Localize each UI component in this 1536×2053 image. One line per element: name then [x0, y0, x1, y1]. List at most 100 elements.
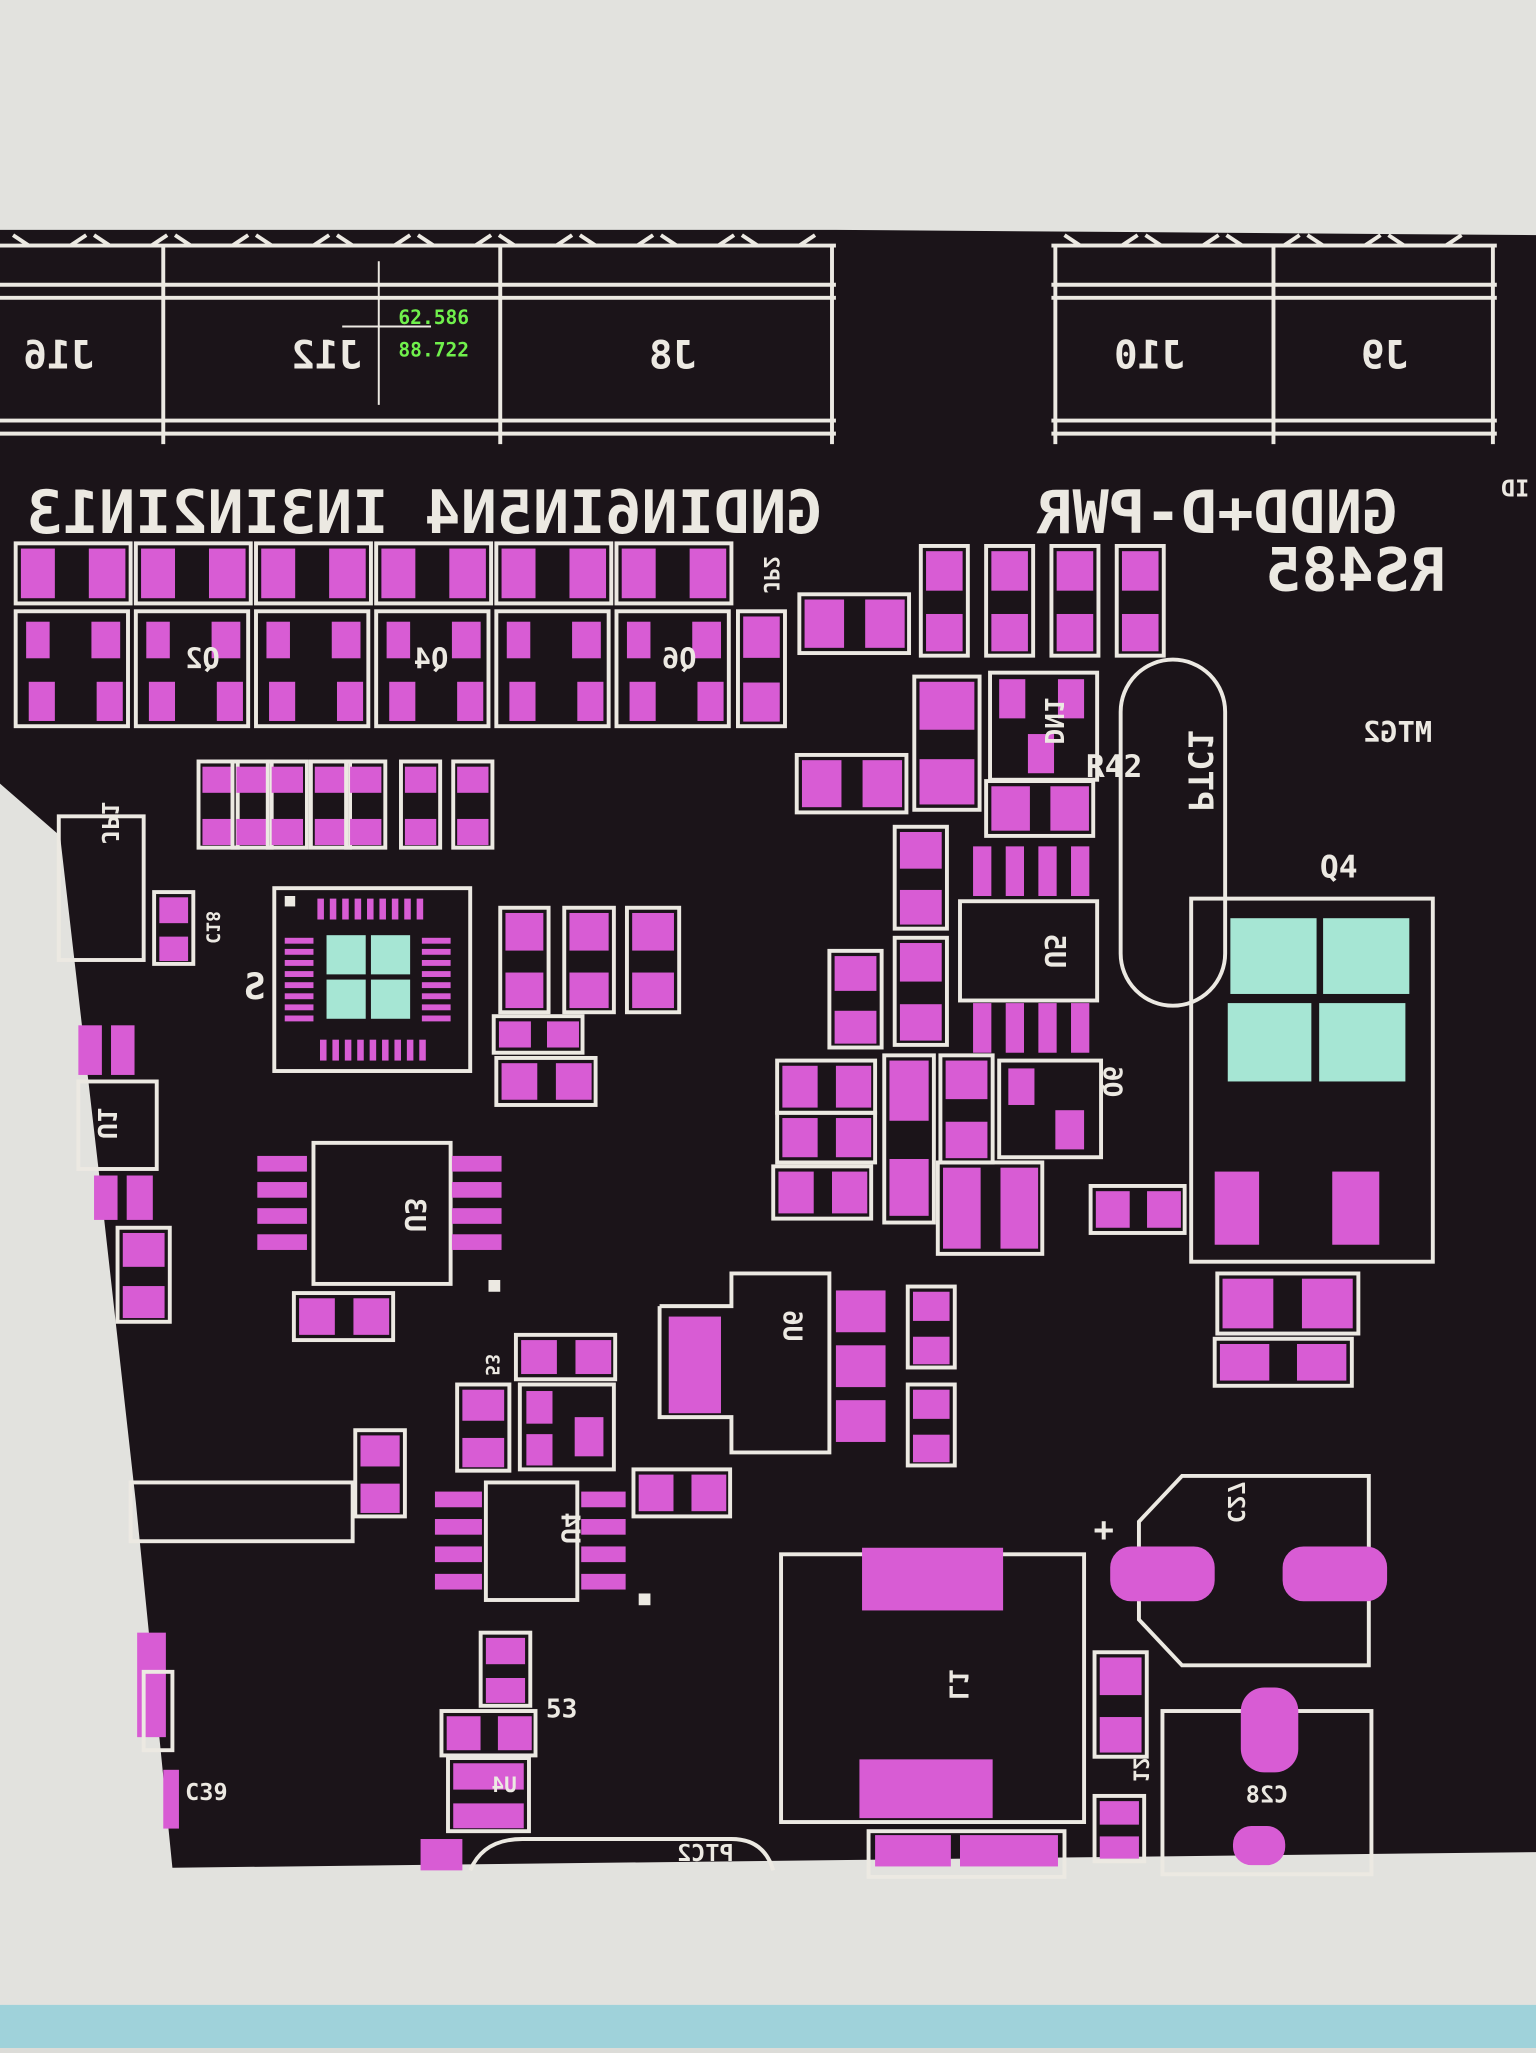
smd-pad — [835, 1065, 872, 1108]
two-pad-component — [631, 1467, 733, 1519]
smd-pad — [462, 1437, 505, 1468]
smd-pad — [350, 766, 382, 793]
smd-pad — [862, 760, 903, 808]
designator-c13: 53 — [481, 1354, 502, 1376]
two-pad-component — [912, 674, 982, 812]
smd-pad — [434, 1519, 482, 1535]
smd-pad — [782, 1118, 818, 1158]
smd-pad — [284, 1015, 314, 1022]
smd-pad — [208, 548, 246, 599]
smd-pad — [521, 1340, 557, 1375]
smd-pad — [94, 1175, 118, 1220]
ptc1-fuse — [1118, 657, 1228, 1008]
component-outline — [254, 541, 373, 606]
pin1-marker — [284, 896, 296, 907]
smd-pad — [434, 1491, 482, 1508]
smd-pad — [357, 1039, 364, 1061]
designator-dn1: DN1 — [1038, 697, 1068, 744]
ptc2-fuse — [468, 1837, 776, 1872]
smd-pad — [1296, 1344, 1347, 1381]
smd-pad — [284, 982, 314, 989]
smd-pad — [416, 898, 424, 920]
smd-pad — [875, 1835, 951, 1867]
smd-pad — [945, 1121, 988, 1159]
designator-s: S — [244, 965, 266, 1008]
smd-pad — [381, 548, 416, 599]
transistor-footprint — [494, 609, 611, 729]
smd-pad — [1110, 1546, 1215, 1602]
smd-pad — [501, 1063, 538, 1100]
smd-pad — [1301, 1278, 1353, 1329]
smd-pad — [421, 982, 451, 989]
smd-pad — [406, 1039, 414, 1061]
designator-q4s: Q4 — [414, 642, 449, 676]
designator-mtg2: MTG2 — [1363, 715, 1432, 749]
smd-pad — [329, 548, 366, 599]
two-pad-component — [513, 1332, 618, 1382]
smd-pad — [943, 1167, 981, 1249]
smd-pad — [859, 1759, 993, 1819]
smd-pad — [394, 1039, 401, 1061]
transistor-footprint — [13, 609, 130, 729]
component-outline — [614, 541, 734, 606]
designator-j10: J10 — [1114, 333, 1185, 378]
two-pad-component — [1092, 1650, 1149, 1759]
smd-pad — [261, 548, 296, 599]
smd-pad — [336, 681, 364, 721]
connector-notch — [1306, 233, 1382, 248]
designator-q2: Q2 — [185, 642, 220, 676]
smd-pad — [1005, 846, 1024, 896]
designator-c18: C18 — [201, 911, 222, 944]
two-pad-component — [892, 824, 949, 931]
smd-pad — [1240, 1687, 1299, 1773]
smd-pad — [421, 971, 451, 977]
ic-u5 — [958, 899, 1100, 1003]
component-outline — [374, 541, 494, 606]
smd-pad — [1038, 846, 1057, 896]
smd-pad — [360, 1435, 400, 1467]
smd-pad — [271, 818, 304, 846]
smd-pad — [581, 1573, 626, 1590]
smd-pad — [1027, 734, 1055, 774]
component-outline — [141, 1669, 175, 1753]
smd-pad — [360, 1483, 400, 1513]
resistor-footprint — [399, 759, 443, 850]
two-pad-component — [775, 1110, 878, 1165]
connector-notch — [1063, 233, 1139, 248]
two-pad-component — [797, 592, 912, 656]
smd-pad — [457, 766, 489, 793]
smd-pad — [369, 1039, 377, 1061]
mosfet-q4 — [1189, 896, 1435, 1264]
smd-pad — [446, 1716, 481, 1751]
taskbar — [0, 2004, 1536, 2048]
two-pad-component — [494, 1056, 598, 1107]
smd-pad — [1121, 613, 1159, 652]
ic-u1 — [76, 1079, 159, 1171]
component-outline — [133, 541, 253, 606]
smd-pad — [629, 681, 656, 721]
two-pad-component — [115, 1225, 172, 1324]
capacitor-footprint — [624, 905, 682, 1015]
smd-pad — [1050, 786, 1089, 831]
smd-pad — [485, 1637, 526, 1665]
designator-l1: L1 — [943, 1669, 973, 1700]
smd-pad — [26, 621, 50, 659]
smd-pad — [421, 937, 451, 944]
smd-pad — [801, 760, 842, 808]
component-outline — [866, 1829, 1067, 1879]
smd-pad — [569, 548, 607, 599]
smd-pad — [453, 1763, 524, 1790]
connector-notch — [173, 233, 250, 248]
two-pad-component — [353, 1428, 407, 1519]
smd-pad — [211, 621, 241, 659]
thermal-pad — [326, 935, 366, 975]
smd-pad — [266, 621, 290, 659]
capacitor-footprint — [498, 905, 551, 1015]
smd-pad — [1038, 1003, 1057, 1053]
designator-c39: C39 — [185, 1778, 227, 1806]
connector-outline — [128, 1480, 355, 1544]
designator-jp1: JP1 — [96, 802, 124, 844]
smd-pad — [284, 948, 314, 955]
